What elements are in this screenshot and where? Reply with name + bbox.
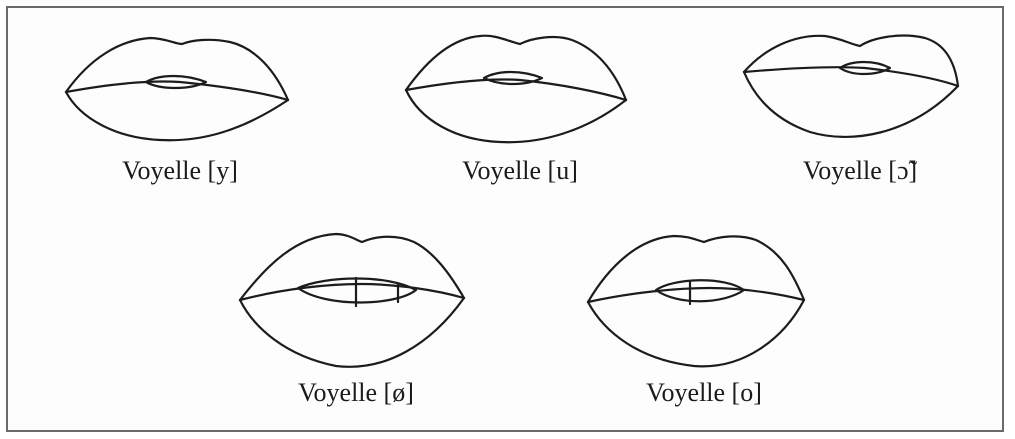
mouth-opening-outline bbox=[484, 72, 542, 84]
label-voyelle-oe: Voyelle [ø] bbox=[236, 378, 476, 408]
lips-figure-u: Voyelle [u] bbox=[400, 28, 640, 218]
lower-lip-outline bbox=[406, 90, 626, 142]
lip-line bbox=[744, 67, 958, 86]
upper-lip-outline bbox=[66, 38, 288, 100]
lip-line bbox=[240, 284, 464, 300]
label-voyelle-u: Voyelle [u] bbox=[400, 156, 640, 186]
lower-lip-outline bbox=[66, 92, 288, 140]
lower-lip-outline bbox=[240, 298, 464, 367]
label-voyelle-o-nasal: Voyelle [ɔ̃] bbox=[740, 156, 980, 186]
lip-line bbox=[406, 79, 626, 100]
lips-figure-y: Voyelle [y] bbox=[60, 28, 300, 218]
lower-lip-outline bbox=[744, 72, 958, 137]
lips-drawing-o bbox=[584, 228, 824, 368]
label-voyelle-o: Voyelle [o] bbox=[584, 378, 824, 408]
lip-line bbox=[588, 288, 804, 302]
lips-drawing-y bbox=[60, 28, 300, 158]
lips-drawing-o-nasal bbox=[740, 28, 980, 158]
lip-line bbox=[66, 81, 288, 100]
upper-lip-outline bbox=[588, 236, 804, 302]
lips-figure-o: Voyelle [o] bbox=[584, 228, 824, 418]
lips-figure-o-nasal: Voyelle [ɔ̃] bbox=[740, 28, 980, 218]
lower-lip-outline bbox=[588, 300, 804, 366]
label-voyelle-y: Voyelle [y] bbox=[60, 156, 300, 186]
lips-drawing-oe bbox=[236, 228, 476, 368]
lips-figure-oe: Voyelle [ø] bbox=[236, 228, 476, 418]
lips-drawing-u bbox=[400, 28, 640, 158]
